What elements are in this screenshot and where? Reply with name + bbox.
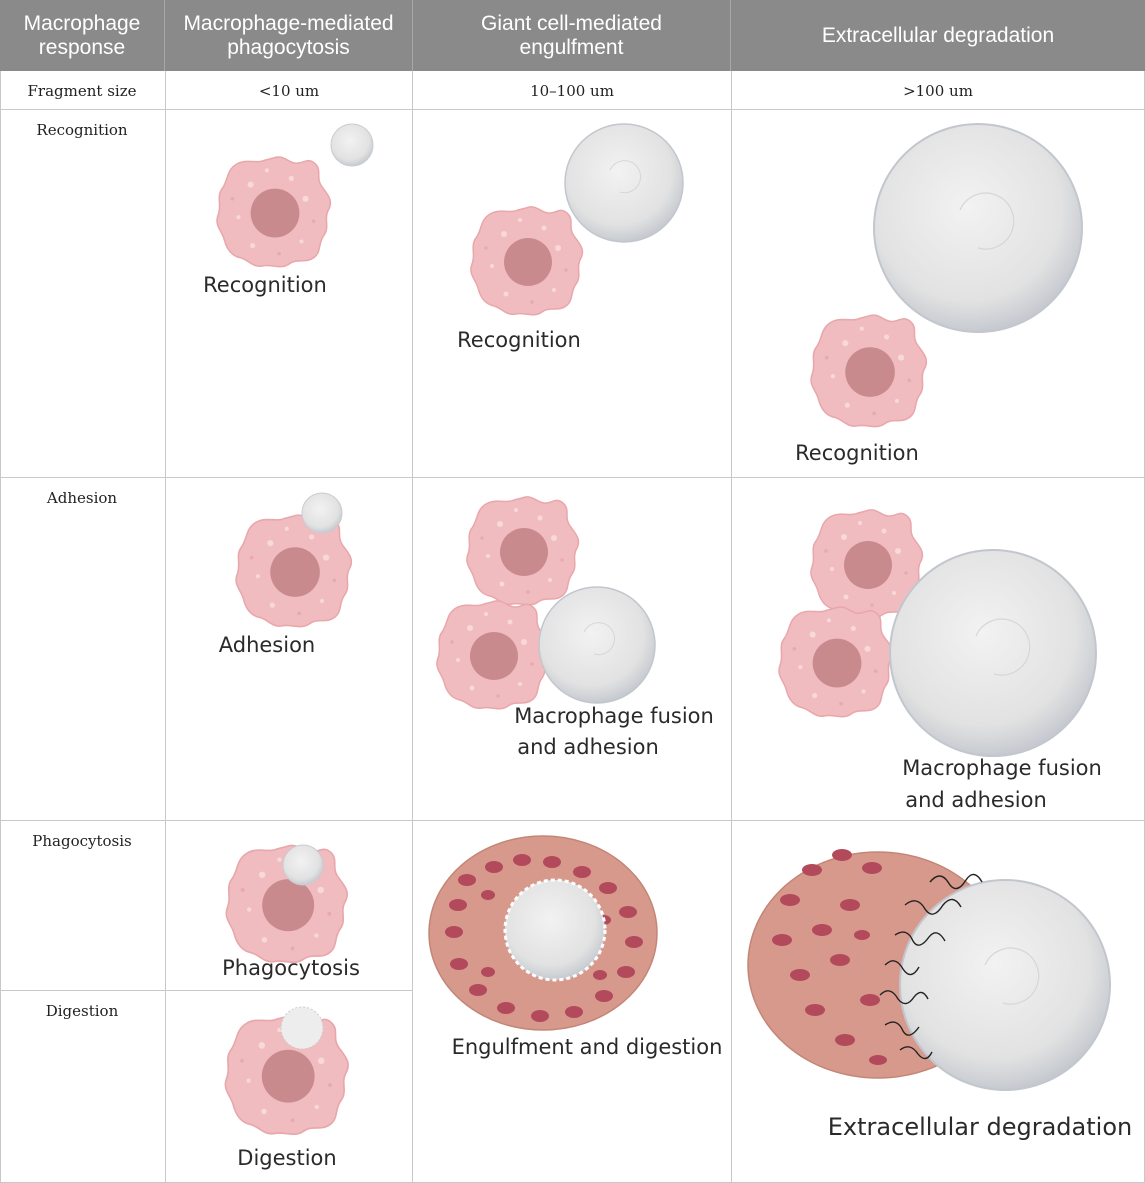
c3-adhesion-illustration: Macrophage fusion and adhesion: [778, 509, 1102, 812]
row-label-adhesion: Adhesion: [46, 489, 118, 507]
row-label-phagocytosis: Phagocytosis: [32, 832, 132, 850]
svg-text:and adhesion: and adhesion: [517, 735, 659, 759]
svg-text:Phagocytosis: Phagocytosis: [222, 956, 360, 980]
c3-recognition-illustration: Recognition: [795, 123, 1083, 465]
fragment-size-label: Fragment size: [27, 82, 137, 100]
header-extracellular-degradation: Extracellular degradation: [731, 0, 1145, 71]
svg-text:Digestion: Digestion: [237, 1146, 336, 1170]
c1-adhesion-illustration: Adhesion: [219, 492, 353, 657]
fragment-size-medium: 10–100 um: [530, 82, 614, 100]
row-label-recognition: Recognition: [36, 121, 128, 139]
svg-text:Engulfment and digestion: Engulfment and digestion: [452, 1035, 723, 1059]
fragment-size-small: <10 um: [258, 82, 320, 100]
svg-text:Recognition: Recognition: [795, 441, 919, 465]
c2-recognition-illustration: Recognition: [457, 123, 684, 352]
svg-text:Macrophage fusion: Macrophage fusion: [514, 704, 714, 728]
c1-recognition-illustration: Recognition: [203, 123, 374, 297]
c2-adhesion-illustration: Macrophage fusion and adhesion: [436, 496, 714, 759]
svg-text:Adhesion: Adhesion: [219, 633, 316, 657]
c3-degradation-illustration: Extracellular degradation: [747, 849, 1132, 1141]
svg-text:Macrophage fusion: Macrophage fusion: [902, 756, 1102, 780]
c1-phagocytosis-illustration: Phagocytosis: [222, 844, 360, 980]
svg-text:Recognition: Recognition: [457, 328, 581, 352]
header-giant-cell-mediated-engulfment: Giant cell-mediated engulfment: [413, 0, 731, 71]
header-macrophage-mediated-phagocytosis: Macrophage-mediated phagocytosis: [165, 0, 413, 71]
svg-text:Extracellular degradation: Extracellular degradation: [828, 1113, 1132, 1141]
svg-text:Recognition: Recognition: [203, 273, 327, 297]
row-label-digestion: Digestion: [45, 1002, 119, 1020]
c2-engulfment-illustration: Engulfment and digestion: [428, 835, 723, 1059]
header-macrophage-response: Macrophage response: [0, 0, 165, 71]
fragment-size-large: >100 um: [903, 82, 973, 100]
c1-digestion-illustration: Digestion: [224, 1006, 349, 1170]
svg-text:and adhesion: and adhesion: [905, 788, 1047, 812]
